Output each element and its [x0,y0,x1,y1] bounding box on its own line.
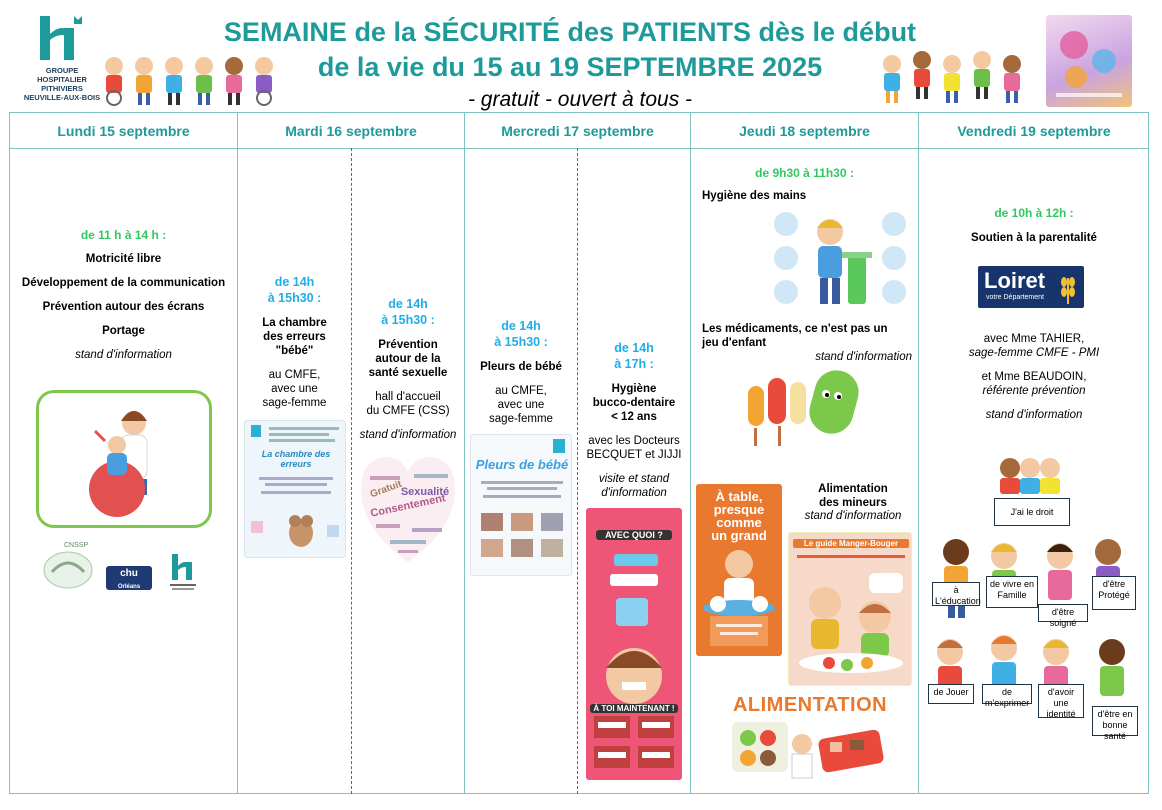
rights-sign-4: d'être soigné [1038,604,1088,628]
subtitle: - gratuit - ouvert à tous - [467,88,693,111]
chu-logo-text: chu [120,568,138,579]
loiret-logo-sub: votre Département [986,294,1044,301]
monday-item-3: Prévention autour des écrans [42,301,205,313]
thursday-item-1: Hygiène des mains [702,190,807,202]
monday-note: stand d'information [75,349,172,361]
wednesday-b-time: de 14h à 17h : [614,341,654,371]
wednesday-b-note: visite et stand d'information [598,473,670,499]
handwash-illustration [770,204,910,314]
wednesday-a-time: de 14h à 15h30 : [494,319,548,349]
monday-time: de 11 h à 14 h : [80,228,167,242]
chu-logo: chu Orléans [106,566,152,590]
alimentation-banner-title: ALIMENTATION [732,694,888,716]
tuesday-b-title: Prévention autour de la santé sexuelle [368,339,448,379]
loiret-logo: Loiret votre Département [978,266,1084,308]
header-divider [9,148,1149,149]
loiret-logo-text: Loiret [984,268,1046,293]
tuesday-a-title: La chambre des erreurs "bébé" [262,317,327,357]
day-header-monday: Lundi 15 septembre [57,123,190,139]
wednesday-a-poster: Pleurs de bébé [470,434,572,576]
wednesday-b-desc: avec les Docteurs BECQUET et JIJJI [586,435,682,461]
column-subdivider-tuesday [351,148,352,794]
thursday-item-2: Les médicaments, ce n'est pas un jeu d'e… [702,323,888,349]
monday-item-2: Développement de la communication [21,277,226,289]
tuesday-b-note: stand d'information [359,429,457,441]
guide-poster-title: Le guide Manger-Bouger [793,539,909,548]
rights-sign-9: d'être en bonne santé [1092,706,1138,741]
column-divider-4 [918,112,919,794]
kids-illustration-right [878,48,1038,108]
title-line-2: de la vie du 15 au 19 SEPTEMBRE 2025 [317,52,823,82]
rights-sign-6: de Jouer [928,684,974,704]
title-line-1: SEMAINE de la SÉCURITÉ des PATIENTS dès … [223,17,917,47]
thursday-note-2: stand d'information [804,510,902,522]
thursday-item-3: Alimentation des mineurs [818,483,888,509]
tuesday-a-time: de 14h à 15h30 : [267,275,322,305]
friday-person-2: et Mme BEAUDOIN, [981,371,1087,383]
wednesday-a-title: Pleurs de bébé [480,361,562,373]
dental-poster-top: AVEC QUOI ? [596,530,672,540]
thursday-guide-poster: Le guide Manger-Bouger [788,532,912,686]
rights-sign-1: J'ai le droit [994,498,1070,526]
tuesday-a-desc: au CMFE, avec une sage-femme [262,369,327,409]
hospital-logo-icon [40,16,82,60]
thursday-table-poster: À table, presque comme un grand [696,484,782,656]
children-rights-illustration: J'ai le droit à L'éducation de vivre en … [928,452,1140,742]
dental-poster-bottom: À TOI MAINTENANT ! [590,704,678,713]
logo-line-3: NEUVILLE-AUX-BOIS [23,93,101,102]
day-header-thursday: Jeudi 18 septembre [739,123,870,139]
monday-item-4: Portage [102,325,145,337]
friday-person-1: avec Mme TAHIER, [983,333,1085,345]
tuesday-a-poster: La chambre des erreurs [244,420,346,558]
event-poster-thumbnail [1046,15,1132,107]
day-header-wednesday: Mercredi 17 septembre [501,123,654,139]
wednesday-b-title: Hygiène bucco-dentaire < 12 ans [592,383,676,423]
hospital-logo: GROUPE HOSPITALIER PITHIVIERS NEUVILLE-A… [22,12,102,102]
wednesday-a-desc: au CMFE, avec une sage-femme [489,385,553,425]
tuesday-b-time: de 14h à 15h30 : [381,297,435,327]
rights-sign-8: d'avoir une identité [1038,684,1084,719]
csapa-logo-text: CNSSP [64,542,89,549]
hospital-small-logo [168,552,198,592]
column-divider-1 [237,112,238,794]
friday-note: stand d'information [985,409,1083,421]
alimentation-banner: ALIMENTATION [728,694,888,782]
monday-illustration-frame [36,390,212,528]
friday-role-1: sage-femme CMFE - PMI [968,347,1100,359]
wednesday-a-poster-title: Pleurs de bébé [475,457,569,472]
rights-sign-5: d'être Protégé [1092,576,1136,610]
wheat-icon [1061,277,1075,304]
chu-logo-sub: Orléans [117,584,141,590]
wordcloud-word-2: Sexualité [400,486,450,498]
day-header-tuesday: Mardi 16 septembre [285,123,417,139]
thursday-time: de 9h30 à 11h30 : [755,166,854,180]
thursday-note-1: stand d'information [815,351,912,363]
csapa-logo: CNSSP [38,540,98,592]
tuesday-a-poster-title: La chambre des erreurs [261,449,331,469]
rights-sign-3: de vivre en Famille [986,576,1038,608]
logo-line-1: GROUPE HOSPITALIER [37,66,87,84]
column-subdivider-wednesday [577,148,578,794]
logo-line-2: PITHIVIERS [41,84,83,93]
rights-sign-7: de m'exprimer [982,684,1032,708]
column-divider-2 [464,112,465,794]
wednesday-b-poster: AVEC QUOI ? À TOI MAINTENANT ! [586,508,682,780]
baby-ball-illustration [89,411,148,517]
table-poster-title: À table, presque comme un grand [711,489,767,543]
tuesday-b-wordcloud: Consentement Sexualité Gratuit [356,444,460,568]
friday-time: de 10h à 12h : [994,206,1074,220]
friday-title: Soutien à la parentalité [971,232,1097,244]
schedule-frame [9,112,1149,794]
day-header-friday: Vendredi 19 septembre [957,123,1111,139]
friday-role-2: référente prévention [982,385,1086,397]
tuesday-b-desc: hall d'accueil du CMFE (CSS) [366,391,450,417]
medicines-illustration [734,366,884,454]
kids-illustration-left [100,52,290,107]
column-divider-3 [690,112,691,794]
monday-item-1: Motricité libre [85,253,162,265]
rights-sign-2: à L'éducation [932,582,981,606]
